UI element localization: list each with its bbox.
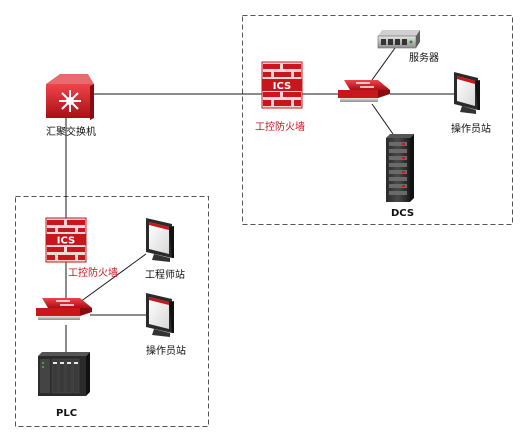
dcs-firewall-badge: ICS: [273, 81, 291, 92]
plc-firewall-label: 工控防火墙: [68, 268, 118, 279]
core-switch-icon[interactable]: [46, 74, 94, 120]
dcs-operator-label: 操作员站: [451, 124, 491, 135]
dcs-firewall-icon[interactable]: ICS: [261, 61, 303, 109]
dcs-zone-box: [242, 15, 513, 225]
plc-operator-label: 操作员站: [146, 346, 186, 357]
plc-zone-box: [15, 196, 209, 427]
core-switch-label: 汇聚交换机: [46, 127, 96, 138]
dcs-firewall-label: 工控防火墙: [255, 122, 305, 133]
engineer-label: 工程师站: [145, 270, 185, 281]
link-dcs-switch-to-dcs: [371, 103, 394, 135]
plc-icon[interactable]: [38, 352, 90, 396]
link-dcs-switch-to-server: [371, 47, 396, 81]
link-plc-switch-to-engineer: [79, 253, 147, 303]
plc-firewall-icon[interactable]: ICS: [45, 217, 87, 263]
plc-operator-monitor-icon[interactable]: [146, 293, 174, 337]
dcs-switch-icon[interactable]: [338, 80, 390, 102]
connection-lines: [65, 47, 454, 352]
server-label: 服务器: [409, 53, 439, 64]
plc-switch-icon[interactable]: [36, 298, 92, 320]
plc-firewall-badge: ICS: [57, 236, 75, 247]
dcs-operator-monitor-icon[interactable]: [454, 72, 480, 114]
dcs-server-rack-icon[interactable]: [386, 134, 414, 202]
server-icon[interactable]: [377, 30, 420, 49]
dcs-label: DCS: [391, 208, 415, 219]
plc-label: PLC: [56, 408, 78, 419]
engineer-monitor-icon[interactable]: [146, 218, 174, 262]
